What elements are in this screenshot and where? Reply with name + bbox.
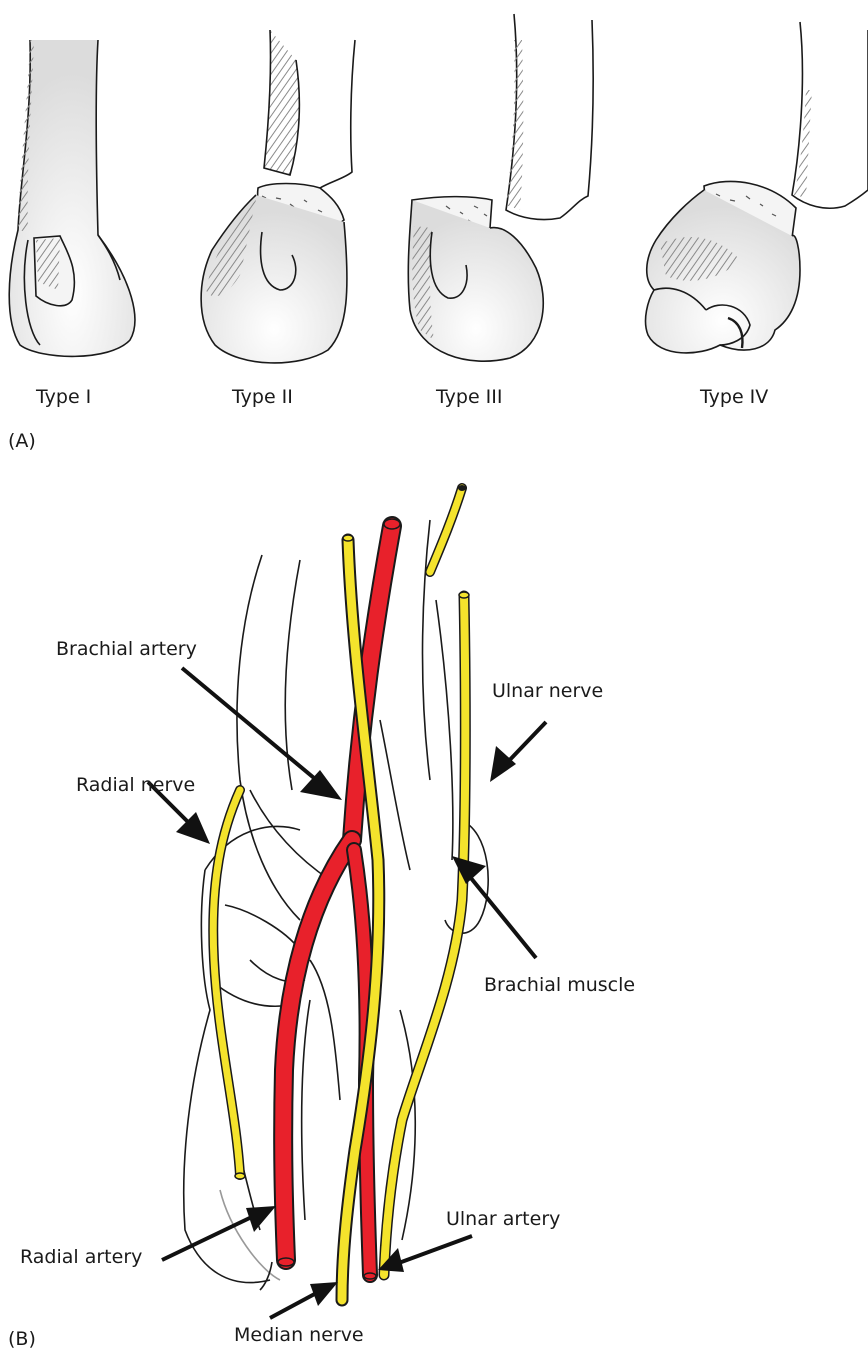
panel-b-label: (B) <box>8 1330 36 1349</box>
elbow-outline <box>184 520 488 1290</box>
radial-nerve-label: Radial nerve <box>76 776 195 795</box>
brachial-artery-label: Brachial artery <box>56 640 197 659</box>
median-nerve-label: Median nerve <box>234 1326 364 1345</box>
radial-artery-label: Radial artery <box>20 1248 142 1267</box>
ulnar-artery-label: Ulnar artery <box>446 1210 560 1229</box>
brachial-muscle-label: Brachial muscle <box>484 976 635 995</box>
ulnar-nerve-label: Ulnar nerve <box>492 682 603 701</box>
